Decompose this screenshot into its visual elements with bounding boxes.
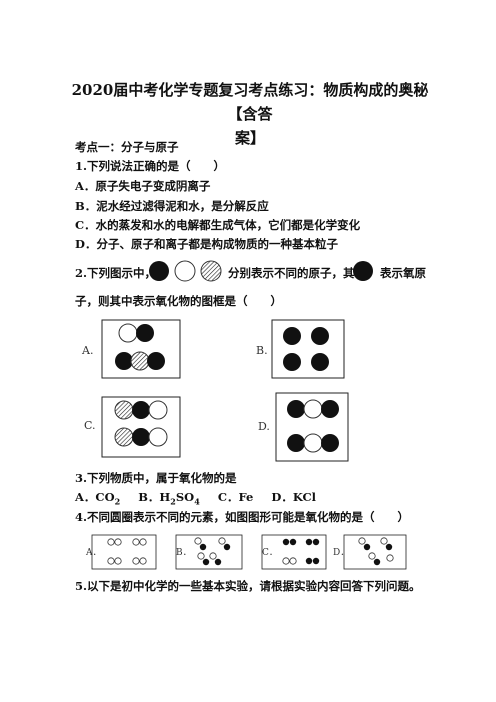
legend-black-atom (149, 261, 169, 281)
q3-option-d: D．KCl (271, 490, 317, 504)
q4-stem: 4.不同圆圈表示不同的元素，如图图形可能是氧化物的是（ ） (75, 510, 410, 524)
legend-hatched-atom (200, 260, 222, 282)
q1-stem: 1.下列说法正确的是（ ） (75, 159, 226, 173)
q4-box-c (261, 534, 327, 570)
q4-label-b: B． (176, 548, 192, 558)
q3-stem: 3.下列物质中，属于氧化物的是 (75, 471, 237, 485)
q2-box-c (101, 396, 181, 458)
q3-option-c: C．Fe (217, 490, 254, 504)
title-line-2: 案】 (234, 129, 265, 147)
q4-box-d (343, 534, 407, 570)
q2-stem-part2: 分别表示不同的原子，其中 (228, 266, 366, 280)
q4-box-a (91, 534, 157, 570)
q3-option-b: B．H2SO4 (138, 490, 200, 507)
q1-option-b: B．泥水经过滤得泥和水，是分解反应 (75, 199, 269, 213)
q2-label-c: C. (84, 419, 96, 432)
q4-label-c: C． (262, 548, 278, 558)
q2-stem-part1: 2.下列图示中， (75, 266, 157, 280)
q5-stem: 5.以下是初中化学的一些基本实验，请根据实验内容回答下列问题。 (75, 579, 421, 593)
q2-label-b: B. (256, 344, 268, 357)
q4-label-a: A． (86, 548, 102, 558)
legend-oxygen-atom (353, 261, 373, 281)
q2-box-a (101, 319, 181, 379)
document-title: 2020届中考化学专题复习考点练习：物质构成的奥秘【含答 案】 (70, 78, 430, 150)
q4-box-b (175, 534, 243, 570)
q1-option-d: D．分子、原子和离子都是构成物质的一种基本粒子 (75, 237, 338, 251)
q1-option-a: A．原子失电子变成阴离子 (75, 179, 211, 193)
q4-label-d: D． (333, 548, 350, 558)
legend-white-atom (174, 260, 196, 282)
q3-option-a: A．CO2 (75, 490, 121, 507)
q2-box-b (271, 319, 345, 379)
q2-box-d (275, 392, 349, 462)
q2-stem-part3: 表示氧原 (380, 266, 426, 280)
q2-label-a: A. (82, 344, 94, 357)
legend-atoms (149, 260, 373, 282)
q2-label-d: D. (258, 420, 270, 433)
q2-stem-line2: 子，则其中表示氧化物的图框是（ ） (75, 294, 282, 308)
section-heading: 考点一：分子与原子 (75, 140, 179, 154)
title-line-1: 2020届中考化学专题复习考点练习：物质构成的奥秘【含答 (71, 81, 429, 123)
q1-option-c: C．水的蒸发和水的电解都生成气体，它们都是化学变化 (75, 218, 361, 232)
q3-options: A．CO2 B．H2SO4 C．Fe D．KCl (75, 489, 316, 506)
